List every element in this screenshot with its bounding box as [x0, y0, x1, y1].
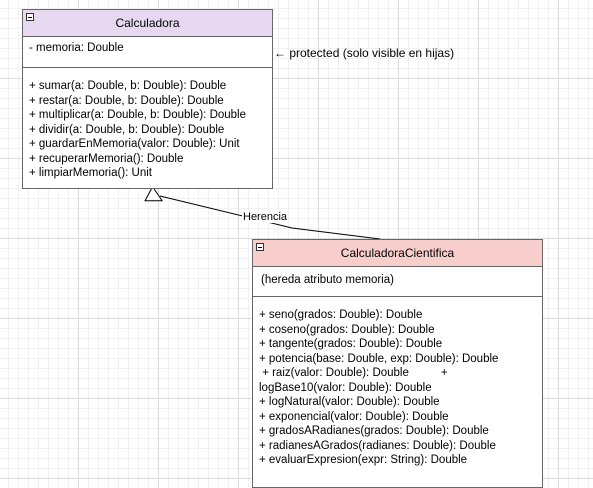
- method: + tangente(grados: Double): Double: [259, 338, 443, 350]
- method: + coseno(grados: Double): Double: [259, 323, 435, 336]
- class-calculadora-cientifica[interactable]: CalculadoraCientifica (hereda atributo m…: [252, 239, 543, 488]
- class-header[interactable]: CalculadoraCientifica: [253, 240, 542, 267]
- method: + evaluarExpresion(expr: String): Double: [259, 454, 468, 466]
- method: + dividir(a: Double, b: Double): Double: [29, 123, 225, 136]
- method: + sumar(a: Double, b: Double): Double: [29, 80, 227, 92]
- method: logBase10(valor: Double): Double: [259, 381, 432, 394]
- class-name: CalculadoraCientifica: [340, 246, 455, 260]
- attribute: (hereda atributo memoria): [261, 274, 394, 286]
- method: + restar(a: Double, b: Double): Double: [29, 94, 224, 107]
- method: + raiz(valor: Double): Double +: [259, 367, 448, 379]
- class-name: Calculadora: [115, 16, 180, 30]
- collapse-icon[interactable]: [26, 13, 34, 21]
- method: + radianesAGrados(radianes: Double): Dou…: [259, 439, 496, 452]
- method: + seno(grados: Double): Double: [259, 309, 423, 321]
- attribute: - memoria: Double: [29, 42, 124, 54]
- method: + exponencial(valor: Double): Double: [259, 410, 449, 423]
- methods-section: + seno(grados: Double): Double + coseno(…: [253, 297, 542, 468]
- method: + recuperarMemoria(): Double: [29, 152, 184, 165]
- method: + gradosARadianes(grados: Double): Doubl…: [259, 425, 489, 437]
- class-calculadora[interactable]: Calculadora - memoria: Double + sumar(a:…: [22, 9, 273, 189]
- attributes-section: (hereda atributo memoria): [253, 267, 542, 297]
- inheritance-label: Herencia: [242, 211, 289, 223]
- methods-section: + sumar(a: Double, b: Double): Double + …: [23, 68, 272, 181]
- inheritance-arrowhead: [144, 185, 164, 202]
- method: + multiplicar(a: Double, b: Double): Dou…: [29, 109, 247, 121]
- inheritance-line[interactable]: [159, 195, 381, 240]
- attributes-section: - memoria: Double: [23, 37, 272, 68]
- class-header[interactable]: Calculadora: [23, 10, 272, 37]
- method: + potencia(base: Double, exp: Double): D…: [259, 352, 499, 365]
- method: + guardarEnMemoria(valor: Double): Unit: [29, 138, 240, 150]
- method: + logNatural(valor: Double): Double: [259, 396, 440, 408]
- protected-note: ← protected (solo visible en hijas): [274, 46, 455, 60]
- collapse-icon[interactable]: [256, 243, 264, 251]
- method: + limpiarMemoria(): Unit: [29, 167, 153, 179]
